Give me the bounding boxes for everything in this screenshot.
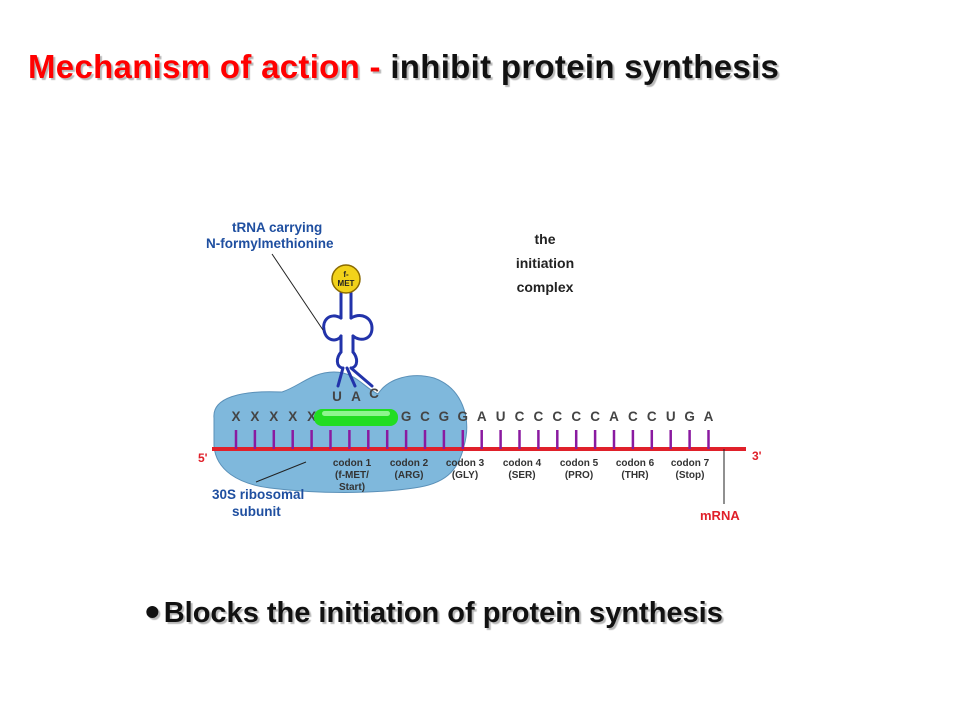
- anticodon-c: C: [369, 386, 379, 401]
- codon-labels: codon 1 (f-MET/ Start) codon 2 (ARG) cod…: [333, 458, 710, 493]
- codon-2-line2: (ARG): [395, 470, 424, 481]
- mrna-base-letter: G: [458, 409, 469, 424]
- three-prime-label: 3': [752, 449, 762, 463]
- mrna-base-letter: G: [439, 409, 450, 424]
- fmet-label-line1: f-: [343, 270, 349, 279]
- codon-1-line3: Start): [339, 482, 365, 493]
- mrna-base-letter: C: [515, 409, 525, 424]
- mrna-base-letter: U: [666, 409, 676, 424]
- trna-leader-line: [271, 253, 324, 331]
- mrna-base-letter: C: [552, 409, 562, 424]
- codon-2-line1: codon 2: [390, 458, 429, 469]
- fmet-label-line2: MET: [338, 279, 355, 288]
- ribosome-label-line1: 30S ribosomal: [212, 487, 304, 502]
- anticodon-u: U: [332, 389, 342, 404]
- codon-3-line1: codon 3: [446, 458, 485, 469]
- mrna-base-letter: X: [250, 409, 259, 424]
- anticodon-a: A: [351, 389, 361, 404]
- trna-label-line2: N-formylmethionine: [206, 236, 334, 251]
- mrna-base-letter: X: [231, 409, 240, 424]
- mrna-base-letter: X: [288, 409, 297, 424]
- mrna-base-letter: C: [590, 409, 600, 424]
- complex-label-line3: complex: [517, 279, 574, 295]
- bullet-point: •Blocks the initiation of protein synthe…: [145, 584, 723, 635]
- ribosome-label-line2: subunit: [232, 504, 281, 519]
- codon-3-line2: (GLY): [452, 470, 478, 481]
- mrna-base-letter: X: [307, 409, 316, 424]
- codon-5-line2: (PRO): [565, 470, 593, 481]
- trna-molecule: [322, 291, 374, 388]
- fmet-circle: [331, 264, 361, 294]
- slide-title: Mechanism of action - inhibit protein sy…: [28, 48, 779, 86]
- mrna-base-letter: U: [496, 409, 506, 424]
- codon-6-line1: codon 6: [616, 458, 655, 469]
- mrna-base-letter: C: [571, 409, 581, 424]
- mrna-label: mRNA: [700, 508, 740, 523]
- codon-4-line1: codon 4: [503, 458, 542, 469]
- codon-6-line2: (THR): [621, 470, 648, 481]
- mrna-base-letter: A: [704, 409, 714, 424]
- title-suffix: inhibit protein synthesis: [390, 48, 780, 85]
- mrna-base-letter: A: [477, 409, 487, 424]
- mrna-base-letter: C: [534, 409, 544, 424]
- mrna-base-letter: C: [420, 409, 430, 424]
- mrna-base-letter: A: [609, 409, 619, 424]
- codon-7-line1: codon 7: [671, 458, 710, 469]
- trna-label-line1: tRNA carrying: [232, 220, 322, 235]
- codon-4-line2: (SER): [508, 470, 535, 481]
- mrna-base-letter: C: [647, 409, 657, 424]
- bullet-text: Blocks the initiation of protein synthes…: [163, 597, 723, 629]
- complex-label-line1: the: [535, 231, 556, 247]
- five-prime-label: 5': [198, 451, 208, 465]
- mrna-base-letter: C: [628, 409, 638, 424]
- antibiotic-block-highlight: [322, 411, 390, 416]
- mrna-base-letter: G: [684, 409, 695, 424]
- mrna-base-letter: X: [269, 409, 278, 424]
- bullet-dot-icon: •: [145, 588, 160, 635]
- mrna-base-letter: G: [401, 409, 412, 424]
- codon-7-line2: (Stop): [676, 470, 705, 481]
- ribosome-leader-line: [255, 461, 307, 483]
- mrna-base-ticks: [234, 430, 710, 449]
- codon-1-line1: codon 1: [333, 458, 372, 469]
- codon-5-line1: codon 5: [560, 458, 599, 469]
- title-prefix: Mechanism of action -: [28, 48, 381, 85]
- complex-label-line2: initiation: [516, 255, 574, 271]
- mrna-base-letters: XXXXXXGCGGAUCCCCCACCUGA: [231, 409, 713, 424]
- ribosome-30s-shape: [213, 371, 468, 493]
- codon-1-line2: (f-MET/: [335, 470, 369, 481]
